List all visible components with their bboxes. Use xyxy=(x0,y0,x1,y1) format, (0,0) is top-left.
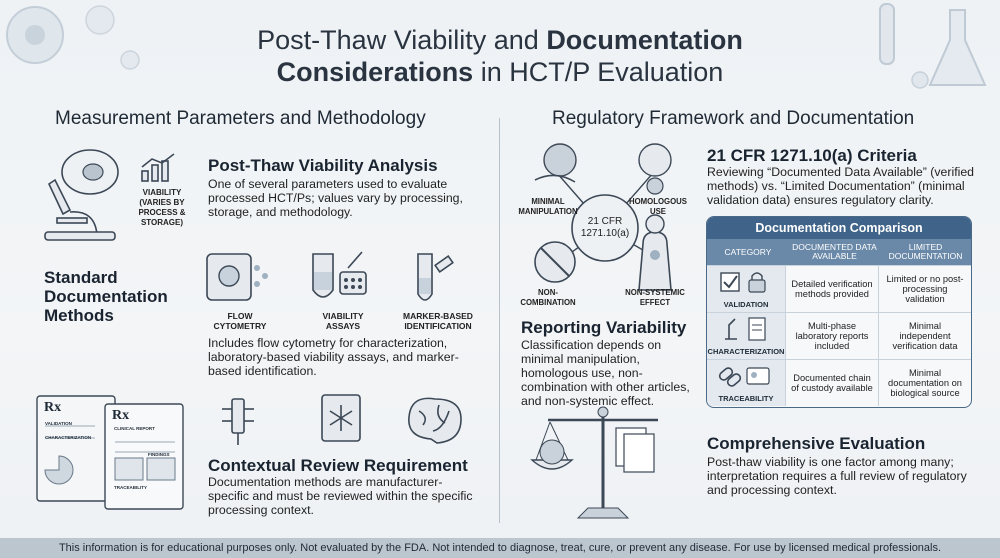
reporting-variability-text: Classification depends on minimal manipu… xyxy=(521,338,690,408)
context-text: Documentation methods are manufacturer-s… xyxy=(208,475,473,517)
table-header-row: CATEGORY DOCUMENTED DATA AVAILABLE LIMIT… xyxy=(707,239,971,265)
viability-label: VIABILITY (VARIES BY PROCESS & STORAGE) xyxy=(138,188,186,227)
criterion-non-systemic-effect: NON-SYSTEMIC EFFECT xyxy=(625,288,685,307)
method-label-marker: MARKER-BASED IDENTIFICATION xyxy=(403,311,473,331)
criteria-hub-diagram xyxy=(534,143,672,291)
document-icon xyxy=(36,395,184,510)
table-cell-limited: Minimal independent verification data xyxy=(878,313,971,359)
chain-link-id-icon xyxy=(718,367,770,387)
hub-label: 21 CFR 1271.10(a) xyxy=(580,216,630,239)
table-header-documented: DOCUMENTED DATA AVAILABLE xyxy=(792,242,877,261)
table-category-cell: CHARACTERIZATION xyxy=(707,313,786,359)
cfr-title: 21 CFR 1271.10(a) Criteria xyxy=(707,146,917,165)
table-row: TRACEABILITY Documented chain of custody… xyxy=(707,359,971,406)
reporting-variability-title: Reporting Variability xyxy=(521,318,687,337)
marker-tube-icon xyxy=(417,253,454,301)
rx-symbol-1: Rx xyxy=(44,400,62,415)
standard-methods-title: Standard Documentation Methods xyxy=(44,268,168,325)
table-cell-documented: Detailed verification methods provided xyxy=(791,279,873,299)
brain-icon xyxy=(408,397,462,444)
table-cell-documented: Multi-phase laboratory reports included xyxy=(795,321,869,351)
table-row: VALIDATION Detailed verification methods… xyxy=(707,265,971,312)
table-header-limited: LIMITED DOCUMENTATION xyxy=(888,242,963,261)
bar-chart-icon xyxy=(141,153,175,182)
right-section-heading: Regulatory Framework and Documentation xyxy=(552,108,915,129)
disclaimer-footer: This information is for educational purp… xyxy=(0,538,1000,558)
table-cell-limited: Limited or no post-processing validation xyxy=(878,266,971,312)
syringe-icon xyxy=(222,398,254,445)
cfr-text: Reviewing “Documented Data Available” (v… xyxy=(707,165,975,207)
microscope-icon xyxy=(44,149,119,241)
context-title: Contextual Review Requirement xyxy=(208,456,468,475)
criterion-non-combination: NON-COMBINATION xyxy=(520,288,576,307)
post-thaw-title: Post-Thaw Viability Analysis xyxy=(208,156,438,175)
method-label-assays: VIABILITY ASSAYS xyxy=(322,311,364,331)
left-section-heading: Measurement Parameters and Methodology xyxy=(55,108,426,129)
doc-label-findings: FINDINGS xyxy=(148,452,170,457)
table-cell-documented: Documented chain of custody available xyxy=(791,373,873,393)
comprehensive-evaluation-text: Post-thaw viability is one factor among … xyxy=(707,455,967,497)
flow-cytometer-icon xyxy=(206,253,268,301)
checkbox-lock-icon xyxy=(720,272,766,293)
table-category-cell: VALIDATION xyxy=(707,266,786,312)
methods-text: Includes flow cytometry for characteriza… xyxy=(208,336,459,378)
lab-glassware-icon xyxy=(879,3,987,89)
table-header-category: CATEGORY xyxy=(724,246,772,257)
rx-symbol-2: Rx xyxy=(112,408,130,423)
table-row: CHARACTERIZATION Multi-phase laboratory … xyxy=(707,312,971,359)
comprehensive-evaluation-title: Comprehensive Evaluation xyxy=(707,434,926,453)
microscope-report-icon xyxy=(725,317,766,341)
cell-decoration-icon xyxy=(6,5,140,70)
page-title: Post-Thaw Viability and Documentation Co… xyxy=(257,25,743,87)
criterion-homologous-use: HOMOLOGOUS USE xyxy=(628,197,688,216)
documentation-comparison-table: Documentation Comparison CATEGORY DOCUME… xyxy=(706,216,972,408)
doc-label-validation: VALIDATION xyxy=(45,421,72,426)
table-cell-limited: Minimal documentation on biological sour… xyxy=(878,360,971,406)
section-divider xyxy=(499,118,500,523)
method-label-flow: FLOW CYTOMETRY xyxy=(213,311,267,331)
table-category-cell: TRACEABILITY xyxy=(707,360,786,406)
balance-scale-icon xyxy=(530,406,658,519)
doc-label-characterization: CHARACTERIZATION xyxy=(45,435,92,440)
criterion-minimal-manipulation: MINIMAL MANIPULATION xyxy=(518,197,578,216)
test-tube-icon xyxy=(312,251,367,298)
freezer-snowflake-icon xyxy=(321,394,361,442)
table-title: Documentation Comparison xyxy=(707,217,971,239)
doc-label-traceability: TRACEABILITY xyxy=(114,485,147,490)
post-thaw-text: One of several parameters used to evalua… xyxy=(208,177,463,219)
doc-label-report: CLINICAL REPORT xyxy=(114,426,155,431)
